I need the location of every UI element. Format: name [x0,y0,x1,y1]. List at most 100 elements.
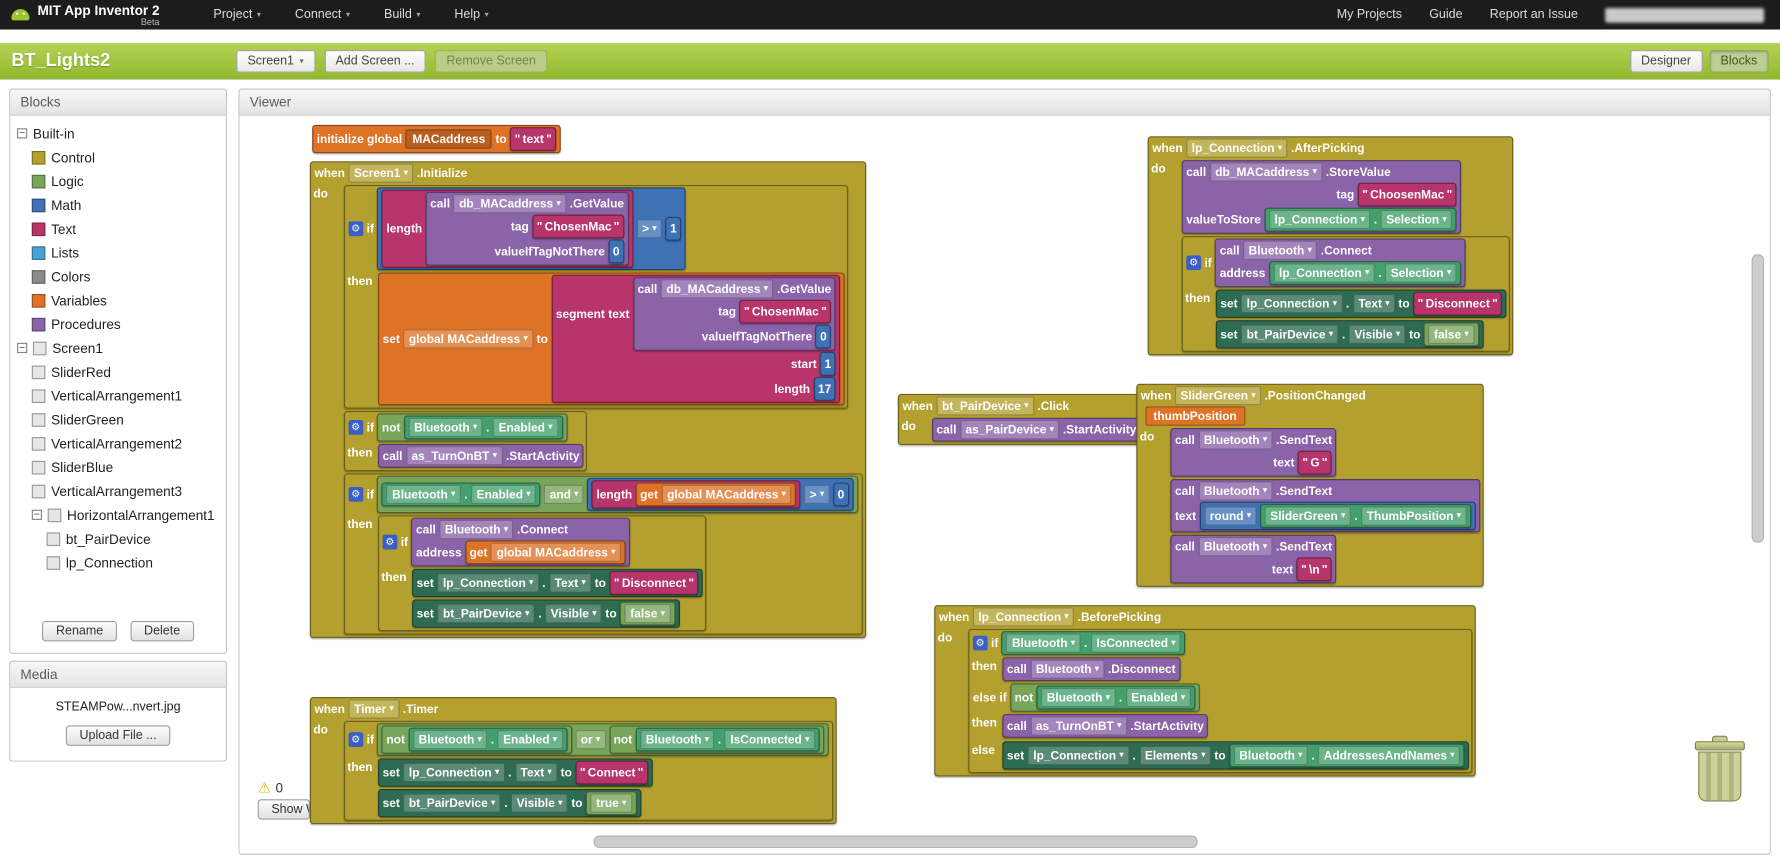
designer-button[interactable]: Designer [1629,49,1703,73]
dropdown-field[interactable]: Bluetooth▾ [408,417,483,438]
dropdown-field[interactable]: Visible▾ [545,603,602,624]
block-text[interactable]: "ChosenMac" [532,214,624,239]
dropdown-field[interactable]: Bluetooth▾ [1006,633,1081,653]
mutator-icon[interactable]: ⚙ [348,221,364,237]
collapse-toggle-icon[interactable]: − [17,128,28,139]
block-math[interactable]: 0 [608,239,624,264]
dropdown-field[interactable]: lp_Connection▾ [437,573,539,593]
mutator-icon[interactable]: ⚙ [348,487,364,502]
dropdown-field[interactable]: Bluetooth▾ [1233,745,1308,766]
block-logic[interactable]: true▾ [585,791,637,816]
dropdown-field[interactable]: global MACaddress▾ [403,329,534,349]
dropdown-field[interactable]: Bluetooth▾ [1030,659,1105,679]
string-literal[interactable]: " text " [514,132,552,146]
block-math[interactable]: 1 [820,351,836,376]
menu-build[interactable]: Build▾ [384,8,420,22]
dropdown-field[interactable]: >▾ [803,484,830,505]
link-guide[interactable]: Guide [1429,7,1463,22]
dropdown-field[interactable]: bt_PairDevice▾ [1240,324,1339,344]
dropdown-field[interactable]: SliderGreen▾ [1174,385,1262,406]
block-get[interactable]: Bluetooth▾.IsConnected▾ [1001,631,1186,656]
block-math[interactable]: 0 [833,482,849,507]
block-text[interactable]: "ChoosenMac" [1357,182,1457,207]
block-math[interactable]: 0 [815,324,832,349]
blocks-canvas[interactable]: ⚠ 0 Show Warnings initialize globalMACad… [238,115,1771,855]
name-field[interactable]: MACaddress [405,129,493,149]
dropdown-field[interactable]: Elements▾ [1139,745,1211,766]
dropdown-field[interactable]: IsConnected▾ [1090,633,1182,653]
string-literal[interactable]: "\n" [1301,562,1328,577]
dropdown-field[interactable]: Timer▾ [348,699,400,719]
tree-item-colors[interactable]: Colors [10,265,226,289]
block-text[interactable]: "G" [1297,450,1333,475]
tree-item-procedures[interactable]: Procedures [10,312,226,336]
delete-button[interactable]: Delete [130,620,194,642]
dropdown-field[interactable]: Bluetooth▾ [1242,240,1318,260]
menu-project[interactable]: Project▾ [213,8,260,22]
block-logic[interactable]: false▾ [1423,322,1479,347]
block-text[interactable]: "Disconnect" [609,571,699,595]
block-get[interactable]: Bluetooth▾.Enabled▾ [1036,685,1196,710]
dropdown-field[interactable]: Text▾ [1352,294,1396,314]
tree-item-verticalarrangement1[interactable]: VerticalArrangement1 [10,384,226,408]
upload-file-button[interactable]: Upload File ... [65,725,171,746]
block-logic[interactable]: false▾ [620,601,676,626]
dropdown-field[interactable]: db_MACaddress▾ [1209,162,1323,182]
add-screen-button[interactable]: Add Screen ... [324,49,426,73]
tree-item-variables[interactable]: Variables [10,288,226,312]
dropdown-field[interactable]: Selection▾ [1385,263,1457,283]
block-math[interactable]: 17 [813,376,836,401]
dropdown-field[interactable]: Bluetooth▾ [1198,536,1273,557]
string-literal[interactable]: "ChoosenMac" [1362,187,1453,202]
tree-item-math[interactable]: Math [10,193,226,217]
dropdown-field[interactable]: bt_PairDevice▾ [403,793,501,813]
string-literal[interactable]: "Connect" [579,765,644,780]
dropdown-field[interactable]: lp_Connection▾ [1273,263,1375,283]
string-literal[interactable]: "G" [1302,455,1328,470]
menu-connect[interactable]: Connect▾ [295,8,350,22]
dropdown-field[interactable]: global MACaddress▾ [661,484,792,505]
dropdown-field[interactable]: Bluetooth▾ [412,729,488,750]
mutator-icon[interactable]: ⚙ [972,635,988,651]
tree-item-sliderred[interactable]: SliderRed [10,360,226,384]
blocks-button[interactable]: Blocks [1709,49,1769,73]
show-warnings-button[interactable]: Show Warnings [257,799,310,820]
dropdown-field[interactable]: round▾ [1204,506,1257,526]
tree-item-horizontalarrangement1[interactable]: −HorizontalArrangement1 [10,503,226,527]
dropdown-field[interactable]: Enabled▾ [470,484,537,505]
dropdown-field[interactable]: Visible▾ [510,793,568,813]
block-text[interactable]: " text " [510,127,557,151]
dropdown-field[interactable]: IsConnected▾ [724,729,815,750]
dropdown-field[interactable]: db_MACaddress▾ [660,279,774,299]
block-get[interactable]: Bluetooth▾.Enabled▾ [408,727,568,752]
block-get[interactable]: lp_Connection▾.Selection▾ [1268,261,1462,285]
